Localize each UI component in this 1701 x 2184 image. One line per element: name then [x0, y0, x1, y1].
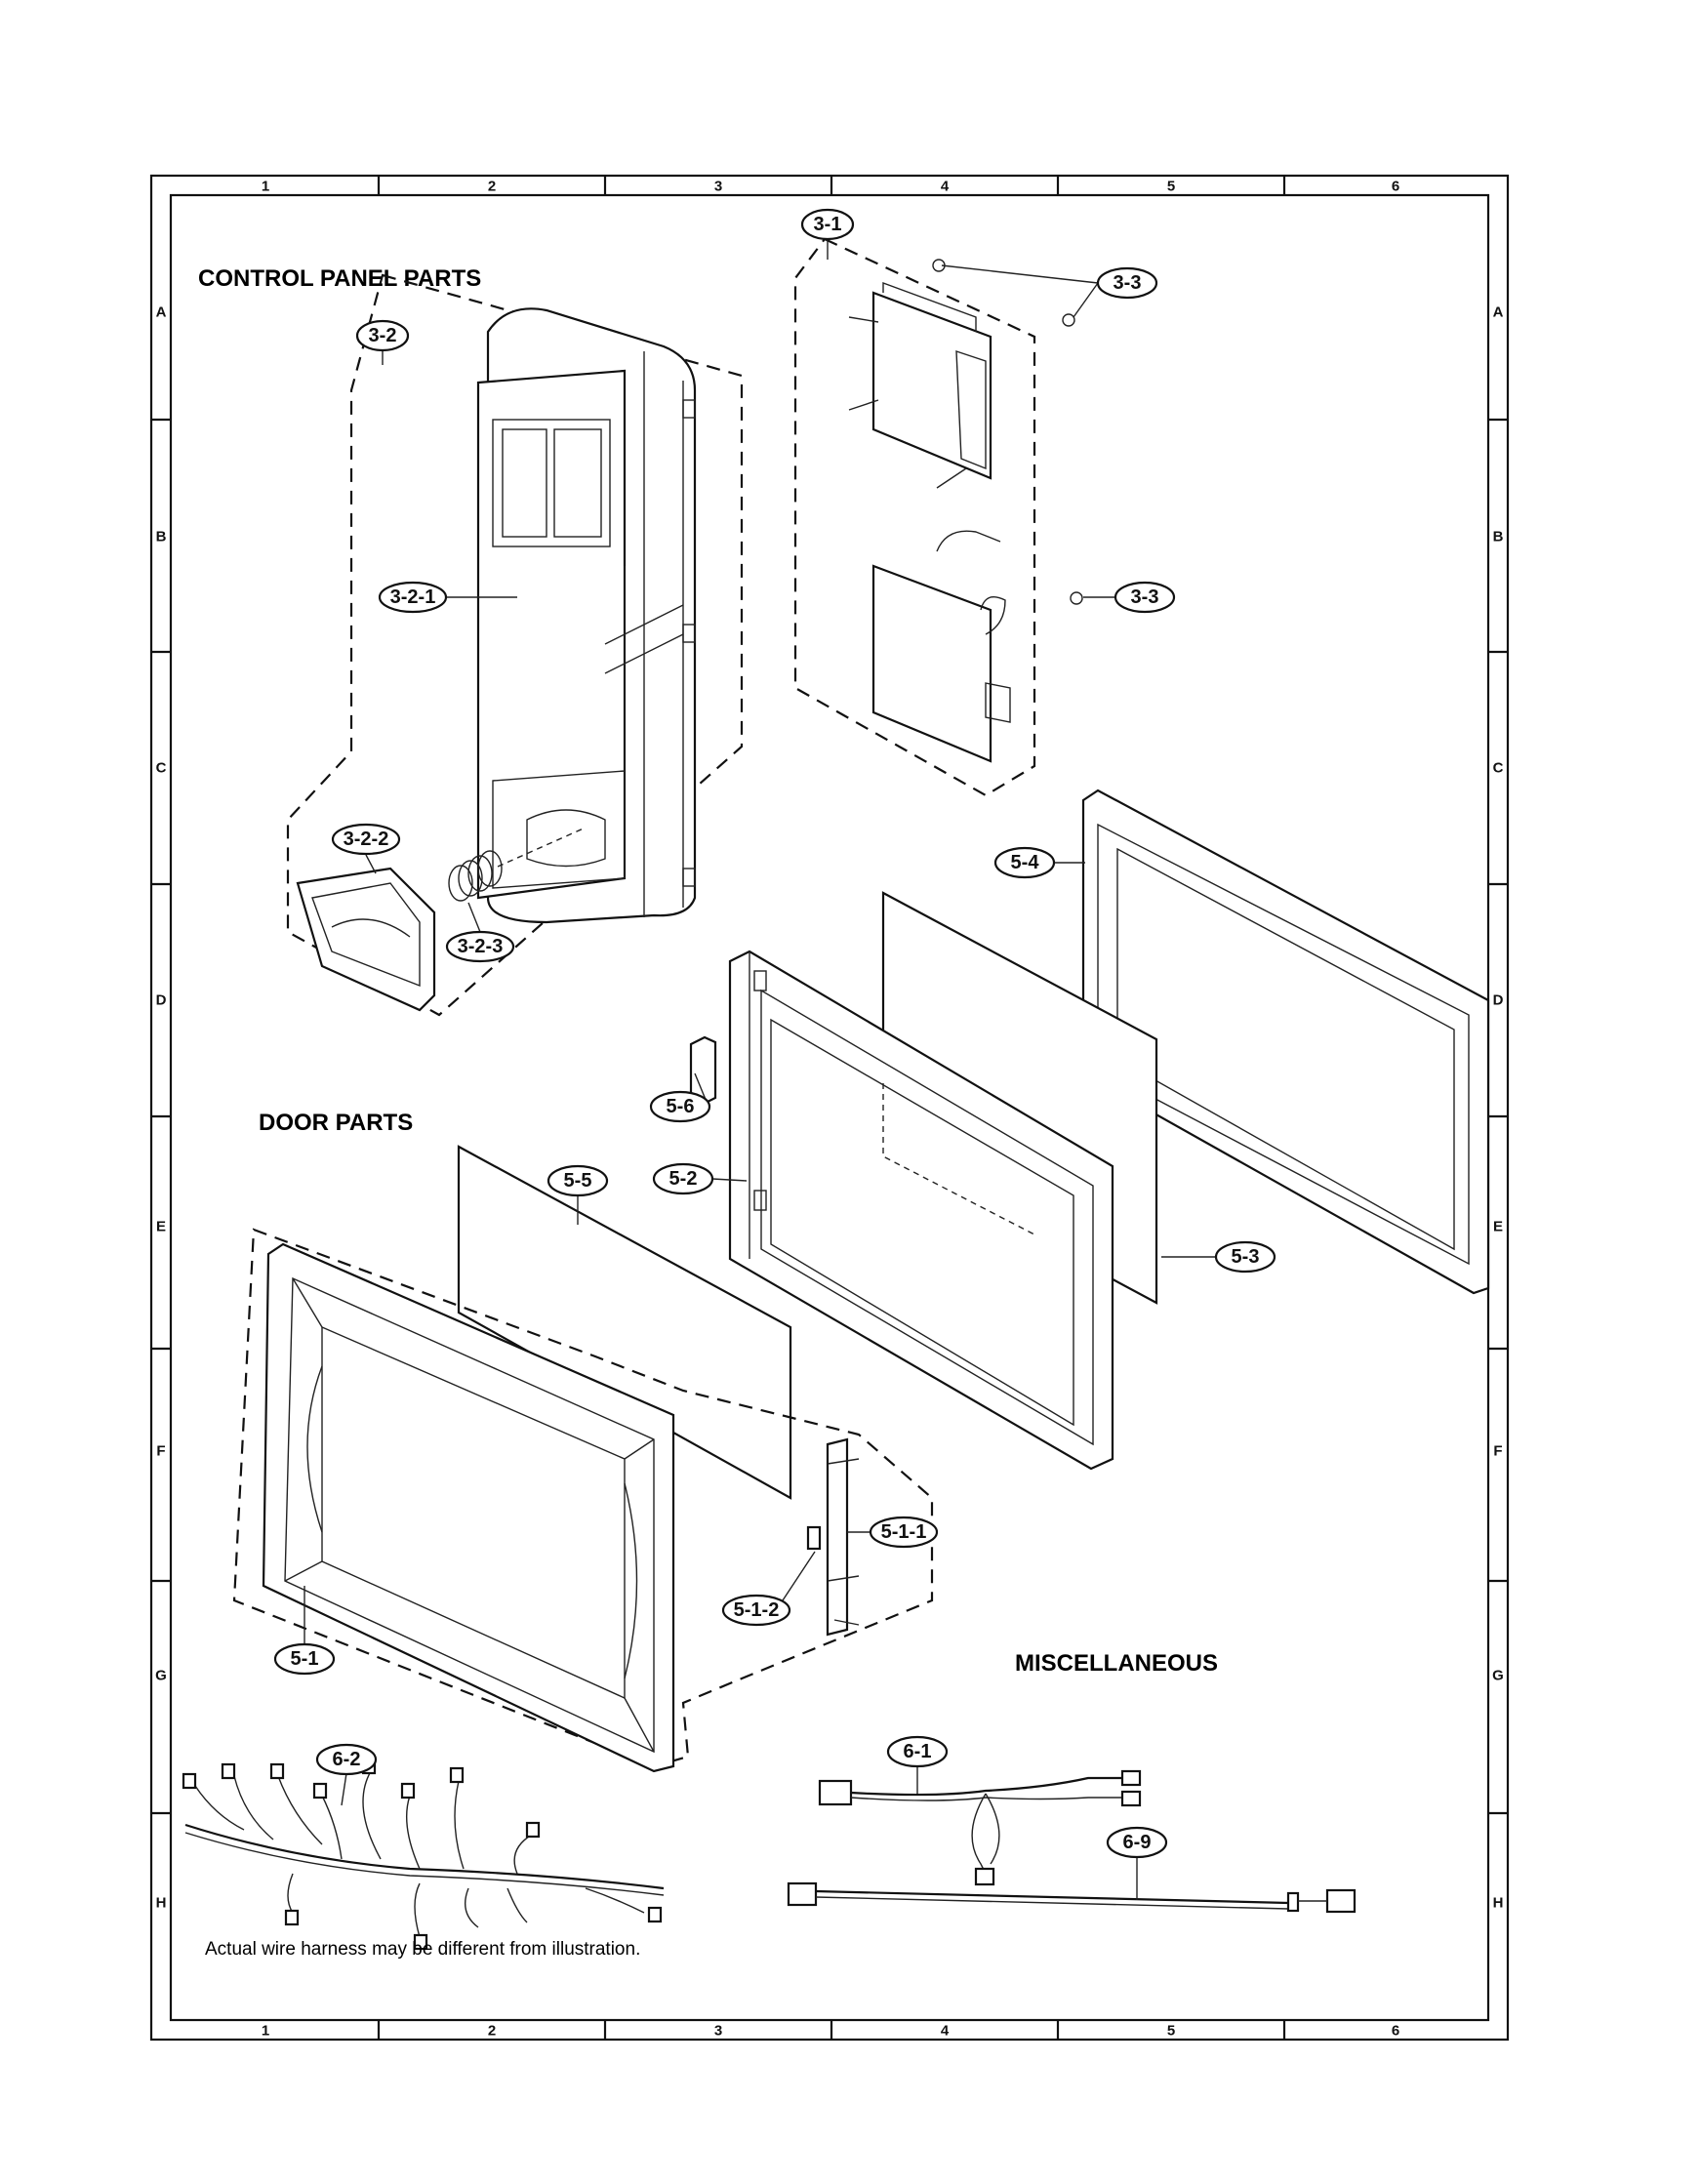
svg-text:6-1: 6-1 — [904, 1741, 932, 1762]
grid-row-f-right: F — [1493, 1443, 1502, 1460]
control-board-lower — [871, 530, 1083, 763]
drawing-frame: 1 2 3 4 5 6 1 2 3 4 5 6 A B C D E F G H … — [149, 174, 1510, 2042]
grid-col-1-top: 1 — [262, 179, 269, 195]
grid-col-6-top: 6 — [1392, 179, 1399, 195]
grid-row-d-left: D — [156, 992, 167, 1009]
grid-col-2-top: 2 — [488, 179, 496, 195]
svg-text:3-2-3: 3-2-3 — [458, 936, 504, 957]
callout-3-2-2: 3-2-2 — [331, 823, 401, 856]
wire-harness-6-9 — [787, 1881, 1357, 1914]
callout-5-4: 5-4 — [993, 846, 1056, 879]
grid-row-f-left: F — [156, 1443, 165, 1460]
grid-row-a-right: A — [1493, 304, 1504, 321]
leader-lines — [304, 240, 1216, 1900]
grid-col-4-bottom: 4 — [941, 2023, 950, 2040]
grid-row-h-left: H — [156, 1895, 167, 1912]
control-panel-heading: CONTROL PANEL PARTS — [198, 265, 481, 292]
svg-text:5-2: 5-2 — [669, 1168, 698, 1190]
door-choke-frame — [1081, 789, 1490, 1295]
svg-text:6-9: 6-9 — [1123, 1832, 1152, 1853]
miscellaneous-heading: MISCELLANEOUS — [1015, 1650, 1218, 1677]
wire-harness-note: Actual wire harness may be different fro… — [205, 1939, 640, 1960]
grid-row-g-right: G — [1492, 1668, 1504, 1684]
svg-text:3-2: 3-2 — [369, 325, 397, 346]
grid-col-6-bottom: 6 — [1392, 2023, 1399, 2040]
svg-text:6-2: 6-2 — [333, 1749, 361, 1770]
svg-text:3-2-2: 3-2-2 — [344, 829, 389, 850]
callout-5-6: 5-6 — [649, 1090, 711, 1123]
callout-5-1: 5-1 — [273, 1642, 336, 1676]
grid-row-d-right: D — [1493, 992, 1504, 1009]
door-open-button — [296, 867, 436, 1012]
callout-5-1-2: 5-1-2 — [721, 1594, 791, 1627]
control-panel-group-outline — [286, 273, 744, 1017]
callout-3-1: 3-1 — [800, 208, 855, 241]
outer-door-panel — [262, 1242, 675, 1773]
grid-row-c-left: C — [156, 760, 167, 777]
latch-spring — [806, 1525, 822, 1551]
callout-5-3: 5-3 — [1214, 1240, 1276, 1274]
grid-row-h-right: H — [1493, 1895, 1504, 1912]
outer-border — [149, 174, 1510, 2042]
pcb-group-outline — [793, 237, 1036, 797]
door-parts-heading: DOOR PARTS — [259, 1110, 413, 1136]
grid-row-c-right: C — [1493, 760, 1504, 777]
callout-6-9: 6-9 — [1106, 1826, 1168, 1859]
grid-row-b-left: B — [156, 529, 167, 546]
callout-5-1-1: 5-1-1 — [869, 1516, 939, 1549]
callout-3-3-lower: 3-3 — [1114, 581, 1176, 614]
button-spring — [448, 827, 587, 902]
grid-row-a-left: A — [156, 304, 167, 321]
wire-harness-main — [182, 1758, 665, 1951]
grid-col-4-top: 4 — [941, 179, 950, 195]
callout-3-2-1: 3-2-1 — [378, 581, 448, 614]
door-latch — [806, 1437, 860, 1637]
grid-row-e-left: E — [156, 1219, 166, 1235]
svg-text:3-2-1: 3-2-1 — [390, 586, 436, 608]
svg-text:5-1: 5-1 — [291, 1648, 319, 1670]
svg-text:5-3: 5-3 — [1232, 1246, 1260, 1268]
grid-row-g-left: G — [155, 1668, 167, 1684]
callout-5-2: 5-2 — [652, 1162, 714, 1195]
callout-3-2-3: 3-2-3 — [445, 930, 515, 963]
svg-text:5-1-2: 5-1-2 — [734, 1599, 780, 1621]
grid-col-5-bottom: 5 — [1167, 2023, 1175, 2040]
svg-text:3-3: 3-3 — [1131, 586, 1159, 608]
control-board-upper — [848, 259, 1075, 489]
svg-text:3-3: 3-3 — [1114, 272, 1142, 294]
callout-5-5: 5-5 — [547, 1164, 609, 1197]
callout-6-1: 6-1 — [886, 1735, 949, 1768]
callout-6-2: 6-2 — [315, 1743, 378, 1776]
svg-text:5-4: 5-4 — [1011, 852, 1040, 873]
svg-text:3-1: 3-1 — [814, 214, 842, 235]
grid-col-3-top: 3 — [714, 179, 722, 195]
grid-row-b-right: B — [1493, 529, 1504, 546]
wire-harness-6-1 — [818, 1769, 1142, 1886]
grid-col-3-bottom: 3 — [714, 2023, 722, 2040]
door-shield-plate — [457, 1145, 792, 1500]
svg-text:5-1-1: 5-1-1 — [881, 1521, 927, 1543]
grid-col-1-bottom: 1 — [262, 2023, 269, 2040]
grid-col-2-bottom: 2 — [488, 2023, 496, 2040]
svg-text:5-6: 5-6 — [667, 1096, 695, 1117]
grid-row-e-right: E — [1493, 1219, 1503, 1235]
callout-3-3-upper: 3-3 — [1096, 266, 1158, 300]
callout-3-2: 3-2 — [355, 319, 410, 352]
grid-col-5-top: 5 — [1167, 179, 1175, 195]
control-panel-housing — [476, 307, 697, 924]
svg-text:5-5: 5-5 — [564, 1170, 592, 1192]
door-frame — [728, 950, 1114, 1471]
